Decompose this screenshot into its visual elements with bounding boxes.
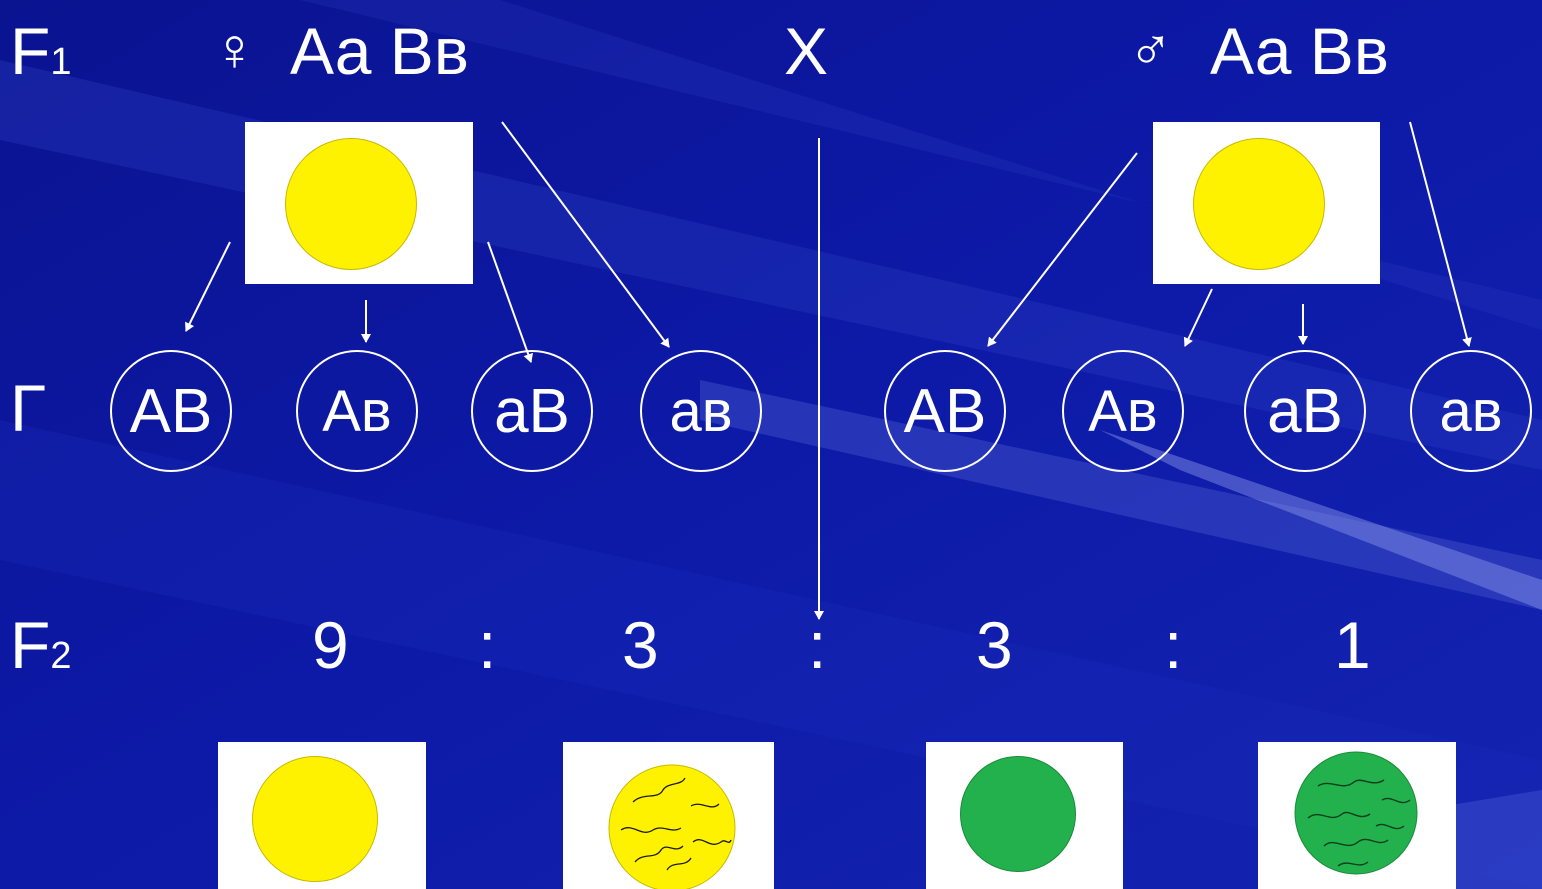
female-parent-seed-card — [245, 122, 473, 284]
arrow-male-to-ab — [1409, 121, 1472, 347]
arrow-female-to-aB — [487, 241, 534, 363]
female-genotype: Аа Вв — [290, 14, 469, 88]
cross-symbol: Х — [784, 14, 829, 88]
male-gamete-Ab: Ав — [1062, 350, 1184, 472]
phenotype-card-green-wrinkled — [1258, 742, 1456, 889]
female-gamete-ab: ав — [640, 350, 762, 472]
male-gamete-aB: аВ — [1244, 350, 1366, 472]
arrow-female-to-AB — [185, 241, 231, 332]
male-parent-seed — [1193, 138, 1325, 270]
ratio-value-1: 9 — [312, 608, 349, 682]
yellow-smooth-seed — [252, 756, 378, 882]
ratio-separator-1: : — [478, 608, 497, 682]
female-gamete-Ab: Ав — [296, 350, 418, 472]
gametes-label: Г — [10, 371, 46, 445]
f1-label-letter: F — [10, 14, 51, 88]
phenotype-card-green-smooth — [926, 742, 1123, 889]
f2-label: F2 — [10, 612, 71, 678]
yellow-wrinkled-seed — [608, 764, 736, 889]
f2-label-letter: F — [10, 608, 51, 682]
ratio-separator-2: : — [808, 608, 827, 682]
ratio-value-4: 1 — [1334, 608, 1371, 682]
male-parent-seed-card — [1153, 122, 1380, 284]
female-parent-seed — [285, 138, 417, 270]
male-genotype: Аа Вв — [1210, 14, 1389, 88]
arrow-male-to-AB — [987, 152, 1138, 347]
ratio-value-3: 3 — [976, 608, 1013, 682]
male-gamete-AB: АВ — [884, 350, 1006, 472]
f1-label: F1 — [10, 18, 71, 84]
phenotype-card-yellow-smooth — [218, 742, 426, 889]
green-smooth-seed — [960, 756, 1076, 872]
ratio-value-2: 3 — [622, 608, 659, 682]
female-gamete-aB: аВ — [471, 350, 593, 472]
arrow-female-to-ab — [501, 121, 670, 348]
female-symbol: ♀ — [212, 16, 257, 83]
arrow-male-to-Ab — [1183, 288, 1213, 347]
f2-label-subscript: 2 — [50, 635, 72, 677]
green-wrinkled-seed — [1294, 751, 1418, 875]
male-symbol: ♂ — [1128, 16, 1173, 83]
f1-label-subscript: 1 — [50, 41, 72, 83]
phenotype-card-yellow-wrinkled — [563, 742, 774, 889]
female-gamete-AB: АВ — [110, 350, 232, 472]
ratio-separator-3: : — [1164, 608, 1183, 682]
male-gamete-ab: ав — [1410, 350, 1532, 472]
